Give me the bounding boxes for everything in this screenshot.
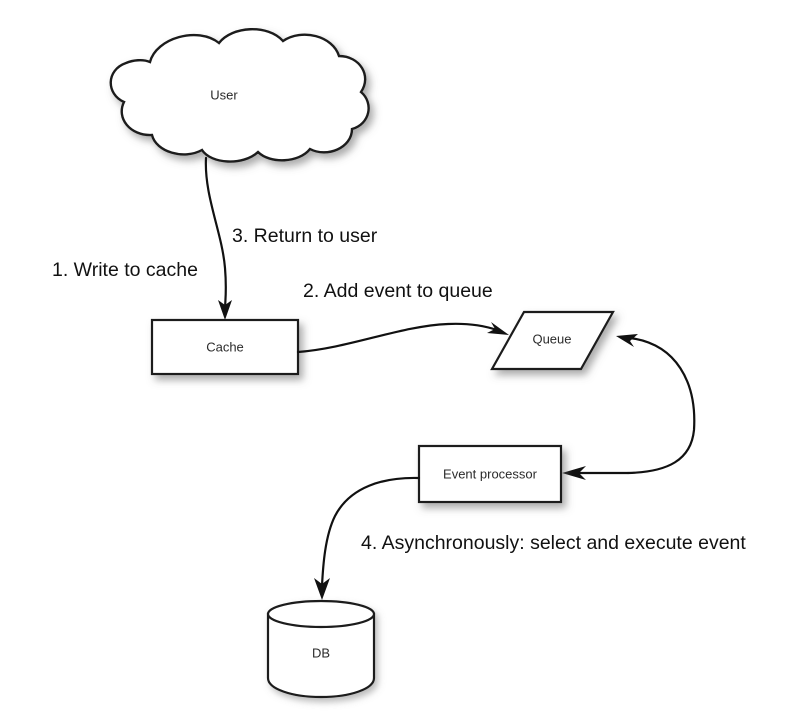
- node-queue-label: Queue: [532, 331, 571, 346]
- node-event-processor-label: Event processor: [443, 466, 538, 481]
- node-cache-label: Cache: [206, 339, 244, 354]
- arrow-head-to-event-processor: [562, 466, 586, 480]
- node-cache[interactable]: Cache: [150, 318, 300, 376]
- step-label-3: 3. Return to user: [232, 225, 378, 247]
- arrow-head-to-db: [314, 578, 330, 600]
- connector-user-to-cache: [204, 156, 232, 320]
- connector-queue-to-event-processor: [562, 466, 630, 480]
- arrow-head-cache-to-queue: [487, 322, 509, 335]
- step-label-2: 2. Add event to queue: [303, 280, 493, 302]
- arrow-head-to-queue: [616, 334, 638, 347]
- node-user-label: User: [210, 87, 238, 102]
- connector-event-processor-to-queue: [616, 334, 696, 475]
- node-event-processor[interactable]: Event processor: [417, 444, 563, 504]
- arrow-head-user-to-cache: [218, 300, 232, 320]
- node-user[interactable]: User: [109, 28, 370, 163]
- connector-cache-to-queue: [296, 322, 509, 354]
- connector-event-processor-to-db: [314, 476, 421, 600]
- node-db[interactable]: DB: [266, 599, 376, 699]
- step-label-1: 1. Write to cache: [52, 259, 198, 281]
- node-queue[interactable]: Queue: [490, 310, 615, 371]
- step-label-4: 4. Asynchronously: select and execute ev…: [361, 532, 746, 554]
- node-db-label: DB: [312, 645, 330, 660]
